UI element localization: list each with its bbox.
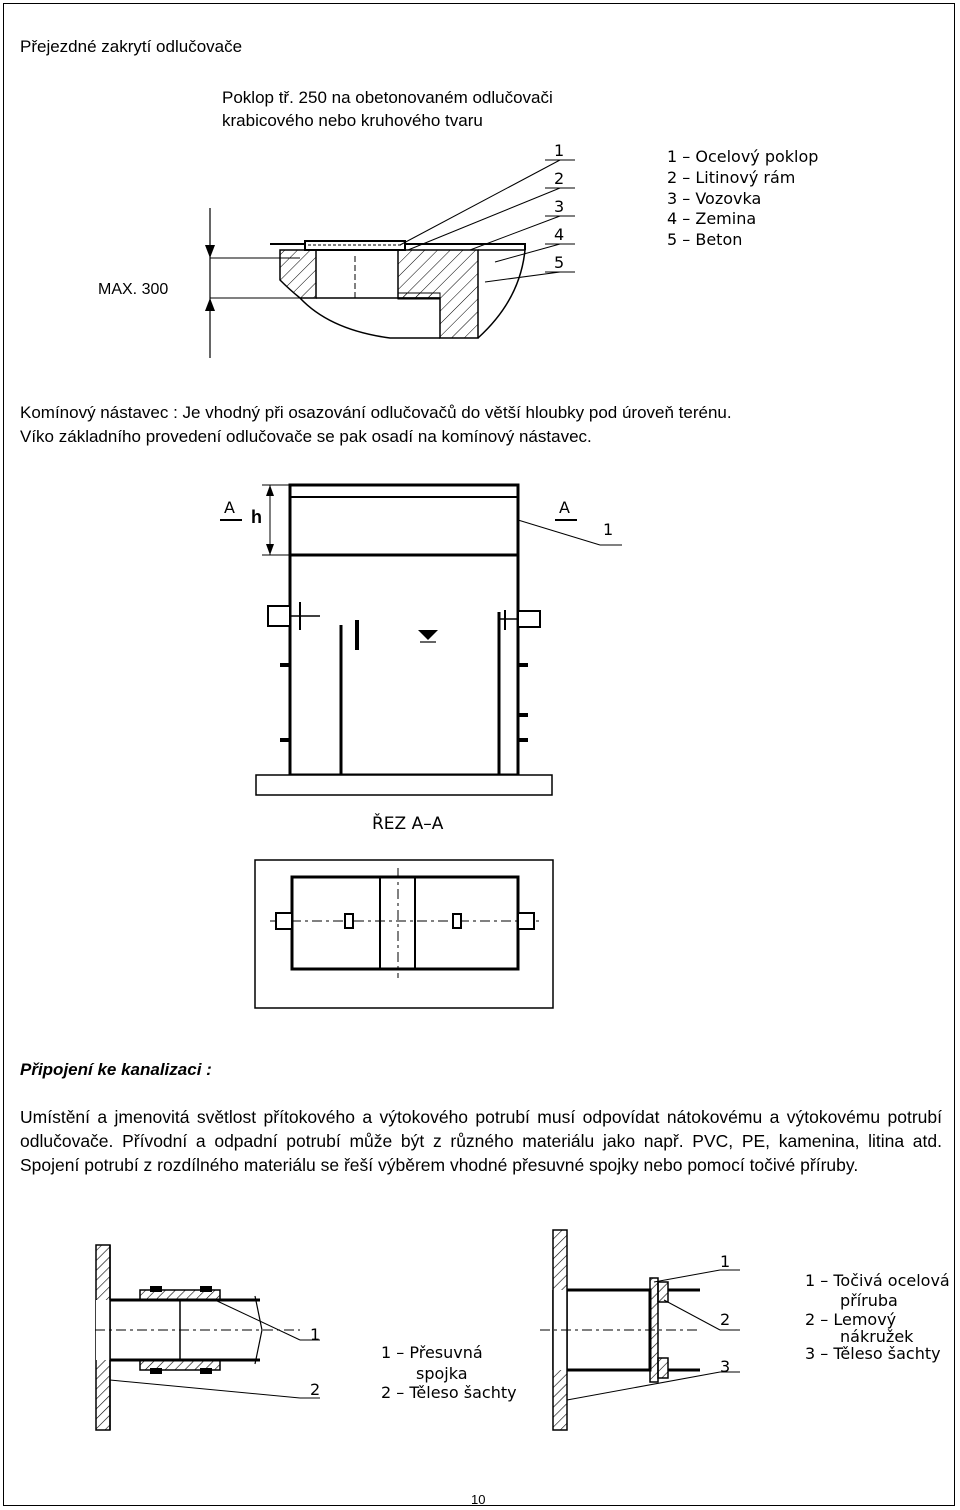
cover-legend-3: 3 – Vozovka [667, 189, 762, 208]
max-depth-label: MAX. 300 [98, 281, 169, 298]
section-mark-a-left: A [224, 498, 235, 517]
height-label: h [251, 507, 262, 527]
chimney-text-line1: Komínový nástavec : Je vhodný při osazov… [20, 403, 732, 422]
section-label: ŘEZ A–A [372, 814, 444, 834]
cover-callout-2: 2 [554, 169, 565, 188]
flange-legend-2b: nákružek [840, 1327, 914, 1346]
coupling-legend-1: 1 – Přesuvná [381, 1343, 483, 1362]
flange-callout-3: 3 [720, 1357, 731, 1376]
cover-legend-1: 1 – Ocelový poklop [667, 147, 819, 166]
flange-legend-1: 1 – Točivá ocelová [805, 1271, 950, 1290]
cover-callout-4: 4 [554, 225, 565, 244]
flange-legend-3: 3 – Těleso šachty [805, 1344, 941, 1363]
section-mark-a-right: A [559, 498, 570, 517]
cover-callout-1: 1 [554, 141, 565, 160]
coupling-callout-1: 1 [310, 1325, 321, 1344]
page-title: Přejezdné zakrytí odlučovače [20, 37, 243, 56]
page-number: 10 [471, 1492, 486, 1507]
flange-callout-1: 1 [720, 1252, 731, 1271]
cover-legend-2: 2 – Litinový rám [667, 168, 796, 187]
cover-callout-5: 5 [554, 253, 565, 272]
flange-legend-1b: příruba [840, 1291, 898, 1310]
connection-heading: Připojení ke kanalizaci : [20, 1060, 212, 1079]
cover-legend-5: 5 – Beton [667, 230, 743, 249]
flange-callout-2: 2 [720, 1310, 731, 1329]
coupling-callout-2: 2 [310, 1380, 321, 1399]
cover-caption-line2: krabicového nebo kruhového tvaru [222, 111, 483, 130]
page-border [3, 3, 955, 1506]
chimney-callout-1: 1 [603, 520, 614, 539]
coupling-legend-2: 2 – Těleso šachty [381, 1383, 517, 1402]
connection-paragraph: Umístění a jmenovitá světlost přítokovéh… [20, 1107, 942, 1175]
chimney-text-line2: Víko základního provedení odlučovače se … [20, 427, 592, 446]
cover-callout-3: 3 [554, 197, 565, 216]
flange-legend-2: 2 – Lemový [805, 1310, 897, 1329]
cover-legend-4: 4 – Zemina [667, 209, 757, 228]
coupling-legend-1b: spojka [416, 1364, 468, 1383]
cover-caption-line1: Poklop tř. 250 na obetonovaném odlučovač… [222, 88, 553, 107]
